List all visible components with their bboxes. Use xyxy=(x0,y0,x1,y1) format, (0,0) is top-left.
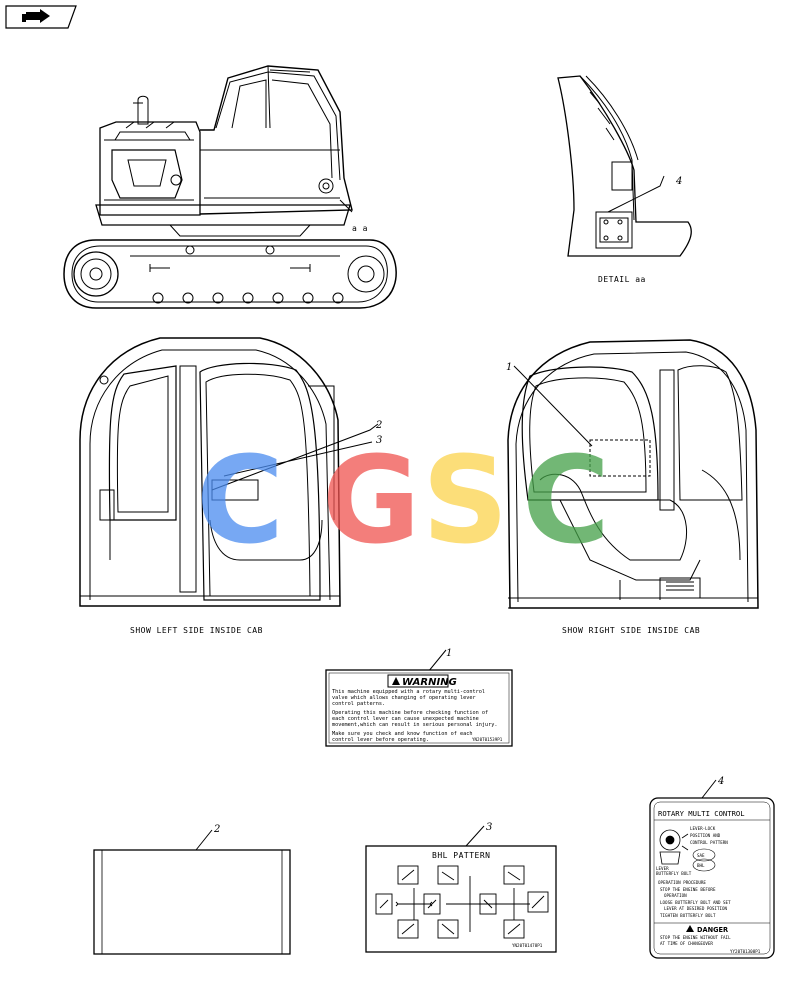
decal4-lever-line-1: LEVER-LOCK xyxy=(690,826,716,831)
right-cab-title: SHOW RIGHT SIDE INSIDE CAB xyxy=(562,626,700,635)
bhl-pattern-diagram xyxy=(375,865,549,939)
right-cab-interior-view xyxy=(507,339,759,609)
decal4-part-no: YY20T01308P1 xyxy=(730,949,761,954)
detail-marker-label: a a xyxy=(352,224,368,233)
decal4-sae: SAE xyxy=(697,853,705,858)
decal3-leader-line xyxy=(465,825,485,847)
detail-leader-line xyxy=(607,175,665,213)
left-cab-title: SHOW LEFT SIDE INSIDE CAB xyxy=(130,626,263,635)
watermark-letter-1: C xyxy=(196,432,284,571)
decal4-danger: DANGER xyxy=(697,926,728,934)
decal-3-bhl-pattern: BHL PATTERN YN20T01478P1 xyxy=(365,845,557,953)
decal4-step-2: LOOSE BUTTERFLY BOLT AND SET xyxy=(660,900,731,905)
decal2-callout: 2 xyxy=(213,824,220,835)
decal1-part-no: YN20T01539P1 xyxy=(472,737,503,742)
decal4-danger-line-2: AT TIME OF CHANGEOVER xyxy=(660,941,713,946)
decal4-step-3: TIGHTEN BUTTERFLY BOLT xyxy=(660,913,716,918)
right-cab-callout-1: 1 xyxy=(506,362,512,373)
decal1-line-5: each control lever can cause unexpected … xyxy=(332,716,479,722)
decal1-line-8: control lever before operating. xyxy=(332,737,429,743)
decal3-part-no: YN20T01478P1 xyxy=(512,943,543,948)
decal1-leader-line xyxy=(427,649,447,673)
decal1-line-7: Make sure you check and know function of… xyxy=(332,731,473,737)
decal4-leader-line xyxy=(701,779,717,799)
decal-4-rotary-multi-control: ROTARY MULTI CONTROL LEVER-LOCK POSITION… xyxy=(649,797,775,959)
decal4-step-1: STOP THE ENGINE BEFORE xyxy=(660,887,716,892)
rotary-lever-icon xyxy=(659,829,689,865)
decal4-title: ROTARY MULTI CONTROL xyxy=(658,809,745,818)
cgsc-watermark: C G S C xyxy=(196,432,610,571)
watermark-letter-4: C xyxy=(522,432,610,571)
forward-arrow-icon xyxy=(22,9,50,23)
excavator-side-view xyxy=(63,65,397,309)
decal4-lever-line-2: POSITION AND xyxy=(690,833,721,838)
decal4-step-2b: LEVER AT DESIRED POSITION xyxy=(664,906,728,911)
decal2-leader-line xyxy=(195,829,213,851)
decal4-procedure-title: OPERATION PROCEDURE xyxy=(658,880,706,885)
decal4-lever-label: LEVER xyxy=(656,866,669,871)
decal-2-plate xyxy=(93,849,291,955)
decal4-danger-line-1: STOP THE ENGINE WITHOUT FAIL xyxy=(660,935,731,940)
detail-aa-view xyxy=(557,75,692,257)
danger-icon xyxy=(686,925,694,932)
warning-icon xyxy=(387,674,449,688)
decal1-line-3: control patterns. xyxy=(332,701,385,707)
decal4-lever-line-3: CONTROL PATTERN xyxy=(690,840,728,845)
decal4-butterfly-label: BUTTERFLY BOLT xyxy=(656,871,692,876)
decal4-bhl: BHL xyxy=(697,863,705,868)
forward-nav-button[interactable] xyxy=(5,5,77,29)
decal-1-warning: WARNING This machine equipped with a rot… xyxy=(325,669,513,747)
decal1-line-1: This machine equipped with a rotary mult… xyxy=(332,689,485,695)
watermark-letter-2: G xyxy=(322,432,421,571)
detail-callout-4: 4 xyxy=(675,176,682,187)
left-cab-interior-view xyxy=(79,337,341,607)
decal4-step-1b: OPERATION xyxy=(664,893,687,898)
decal4-callout: 4 xyxy=(717,776,724,787)
left-cab-callout-3: 3 xyxy=(376,435,382,446)
decal3-title: BHL PATTERN xyxy=(432,851,490,860)
decal3-callout: 3 xyxy=(486,822,492,833)
watermark-letter-3: S xyxy=(422,432,508,571)
decal1-line-4: Operating this machine before checking f… xyxy=(332,710,488,716)
decal1-line-2: valve which allows changing of operating… xyxy=(332,695,476,701)
operator-icon xyxy=(375,865,549,939)
left-cab-leader-lines xyxy=(211,423,379,491)
decal1-line-6: movement,which can result in serious per… xyxy=(332,722,498,728)
left-cab-callout-2: 2 xyxy=(375,420,382,431)
decal1-title: WARNING xyxy=(402,677,457,688)
detail-aa-title: DETAIL aa xyxy=(598,275,646,284)
right-cab-leader-line xyxy=(513,365,593,447)
decal1-callout: 1 xyxy=(446,648,452,659)
